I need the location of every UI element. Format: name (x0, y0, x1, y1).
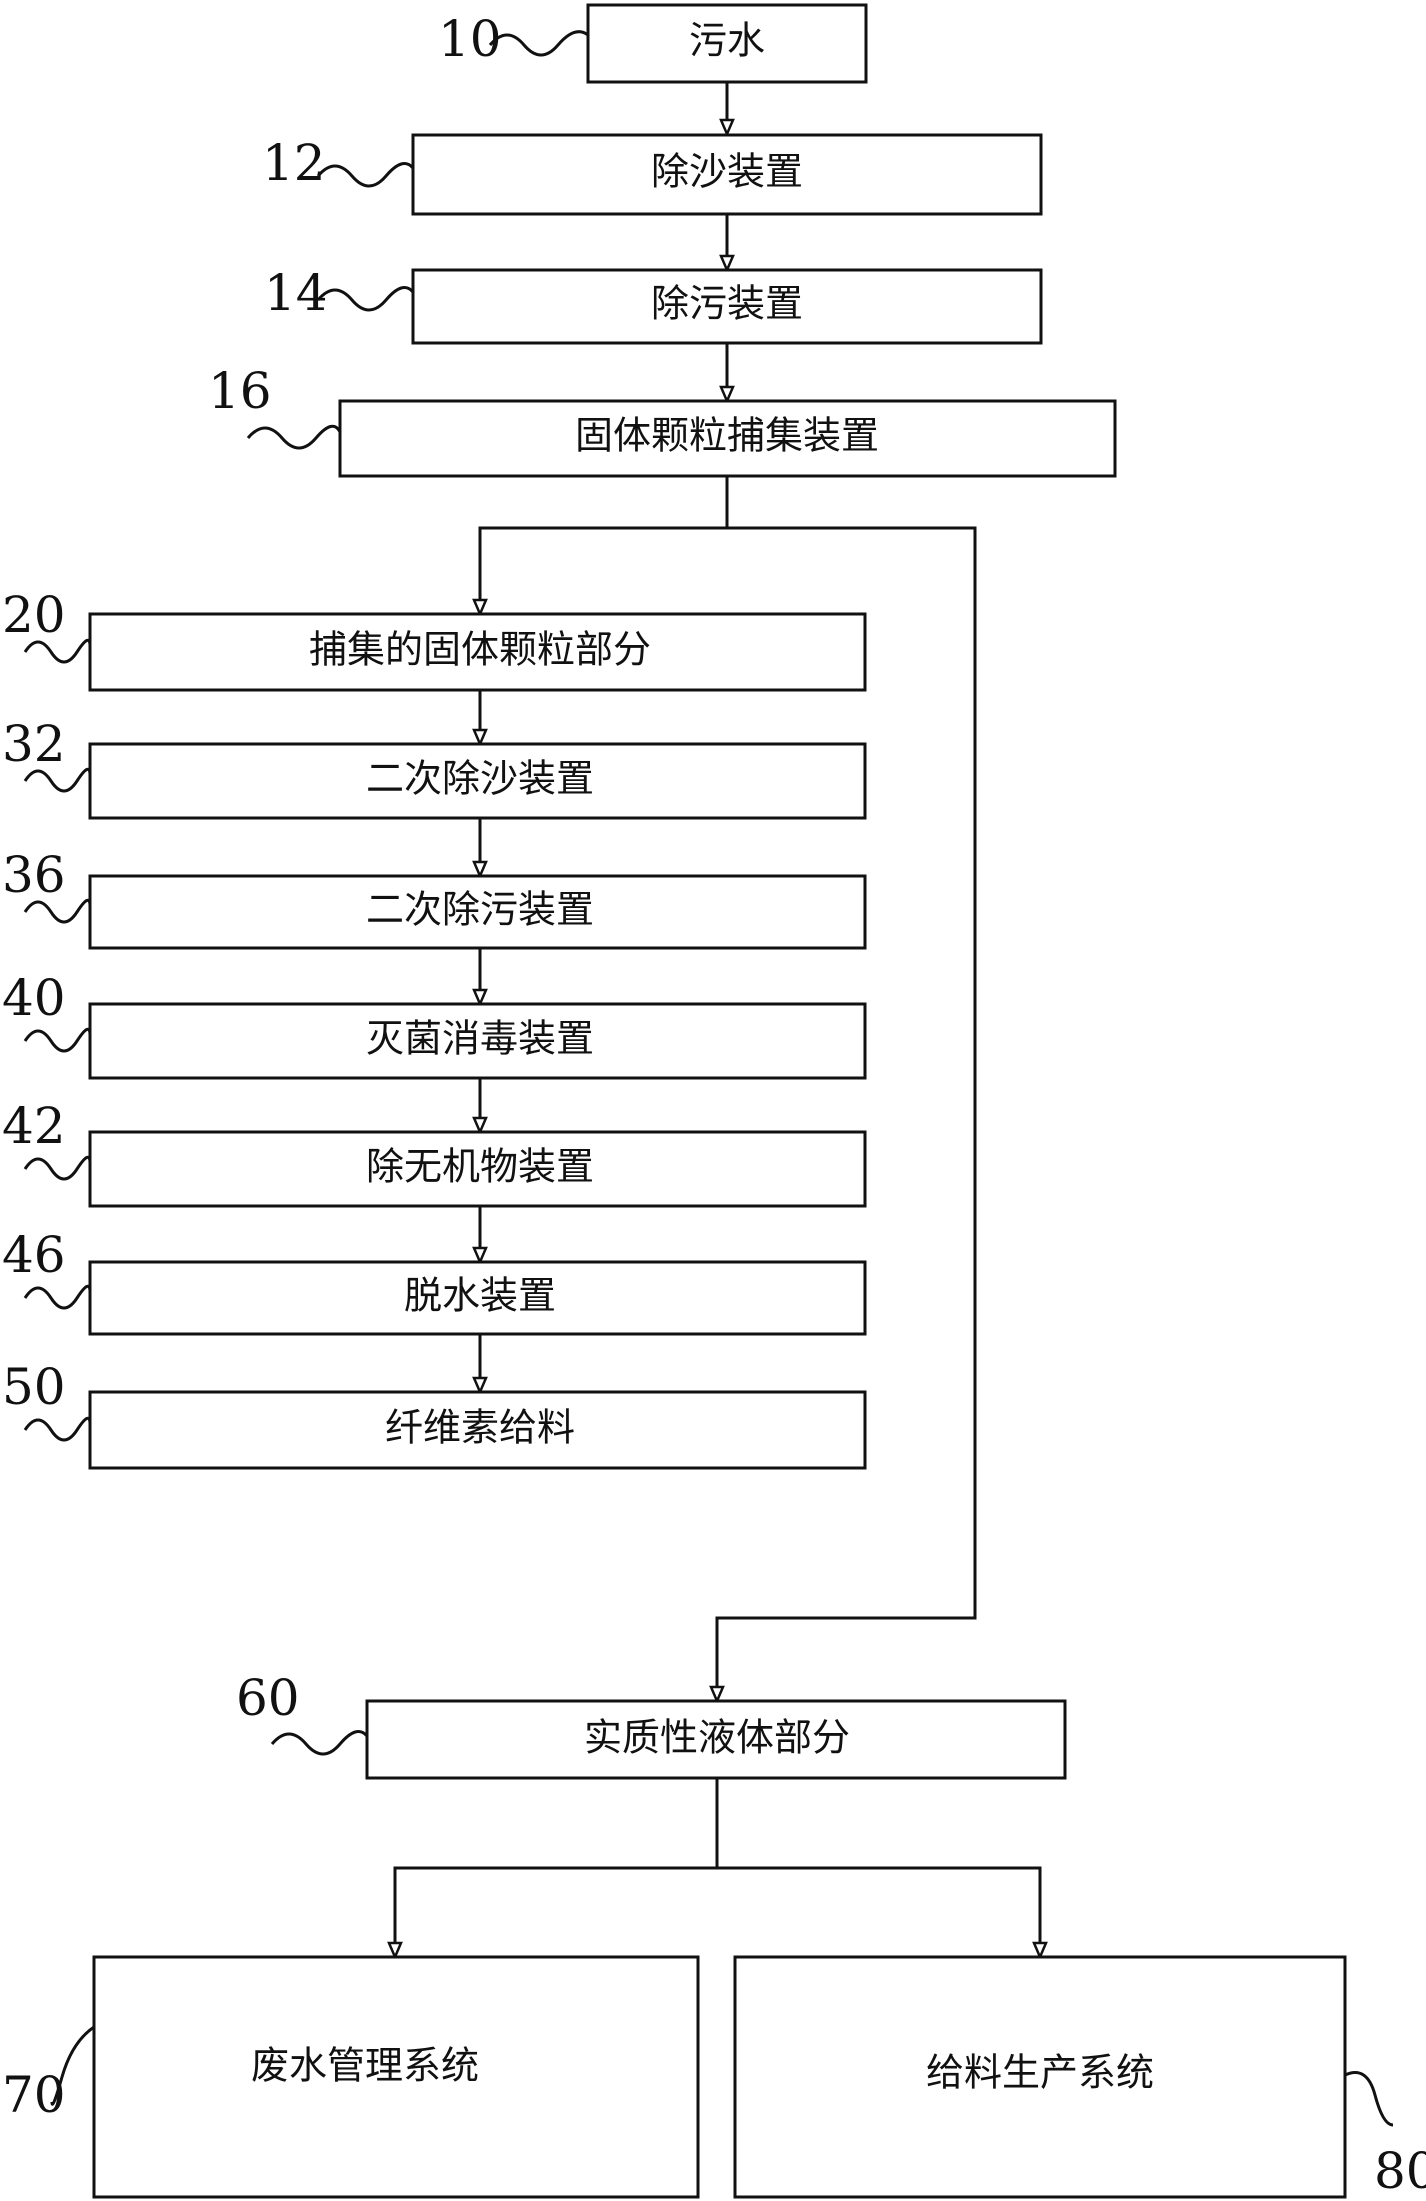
arrowhead-20 (472, 598, 488, 618)
node-80: 给料生产系统 80 (733, 1955, 1426, 2200)
arrowhead-14 (719, 254, 735, 274)
node-70: 废水管理系统 70 (2, 1955, 700, 2199)
arrowhead-46 (472, 1246, 488, 1266)
node-label: 固体颗粒捕集装置 (575, 414, 879, 458)
leader-line (23, 1027, 92, 1053)
reference-number: 70 (2, 2066, 66, 2124)
leader-line (50, 2025, 95, 2106)
leader-line (23, 767, 92, 793)
node-label: 污水 (689, 19, 765, 63)
leader-line (23, 1416, 92, 1442)
leader-line (270, 1730, 369, 1756)
node-label: 脱水装置 (404, 1274, 556, 1318)
reference-number: 10 (438, 10, 502, 68)
leader-line (316, 286, 415, 312)
node-label: 二次除沙装置 (366, 757, 594, 801)
node-label: 捕集的固体颗粒部分 (309, 628, 651, 672)
leader-line (23, 1284, 92, 1310)
connectors (393, 82, 1042, 1943)
node-50: 纤维素给料 50 (2, 1358, 867, 1470)
arrowhead-50 (472, 1376, 488, 1396)
leader-line (23, 638, 92, 664)
arrowhead-12 (719, 118, 735, 138)
node-label: 除沙装置 (651, 150, 803, 194)
node-14: 除污装置 14 (264, 264, 1043, 345)
leader-line (1344, 2071, 1394, 2127)
node-box (365, 1699, 1067, 1780)
reference-number: 14 (264, 264, 328, 322)
node-label: 实质性液体部分 (584, 1716, 850, 1760)
leader-line (488, 30, 589, 57)
node-10: 污水 10 (438, 3, 868, 84)
arrowhead-80 (1032, 1941, 1048, 1961)
node-box (338, 399, 1117, 478)
node-label: 除无机物装置 (366, 1145, 594, 1189)
connector-16-20 (478, 476, 729, 600)
reference-number: 40 (2, 969, 66, 1027)
node-box (88, 874, 867, 950)
node-20: 捕集的固体颗粒部分 20 (2, 586, 867, 692)
reference-number: 80 (1374, 2142, 1426, 2200)
reference-number: 42 (2, 1097, 66, 1155)
reference-number: 12 (262, 134, 326, 192)
reference-number: 50 (2, 1358, 66, 1416)
node-label: 废水管理系统 (251, 2044, 479, 2088)
arrowhead-70 (387, 1941, 403, 1961)
node-label: 纤维素给料 (385, 1406, 575, 1450)
node-box (586, 3, 868, 84)
node-box (88, 1130, 867, 1208)
node-box (88, 1390, 867, 1470)
reference-number: 32 (2, 715, 66, 773)
connector-16-60 (715, 526, 977, 1687)
node-label: 给料生产系统 (926, 2051, 1154, 2095)
node-36: 二次除污装置 36 (2, 846, 867, 950)
arrowheads (387, 118, 1048, 1961)
node-60: 实质性液体部分 60 (236, 1669, 1067, 1780)
node-46: 脱水装置 46 (2, 1226, 867, 1336)
reference-number: 36 (2, 846, 66, 904)
node-label: 灭菌消毒装置 (366, 1017, 594, 1061)
leader-line (23, 1155, 92, 1181)
node-32: 二次除沙装置 32 (2, 715, 867, 820)
node-box (411, 268, 1043, 345)
node-box (411, 133, 1043, 216)
node-box (733, 1955, 1347, 2199)
node-12: 除沙装置 12 (262, 133, 1043, 216)
arrowhead-40 (472, 988, 488, 1008)
node-label: 二次除污装置 (366, 888, 594, 932)
node-box (88, 1002, 867, 1080)
node-box (92, 1955, 700, 2199)
node-42: 除无机物装置 42 (2, 1097, 867, 1208)
connector-60-80 (717, 1866, 1042, 1943)
arrowhead-60 (709, 1685, 725, 1705)
leader-line (246, 424, 342, 450)
connector-60-70 (393, 1778, 719, 1943)
node-16: 固体颗粒捕集装置 16 (208, 362, 1117, 478)
reference-number: 46 (2, 1226, 66, 1284)
arrowhead-16 (719, 385, 735, 405)
node-box (88, 612, 867, 692)
reference-number: 60 (236, 1669, 300, 1727)
arrowhead-42 (472, 1116, 488, 1136)
node-box (88, 742, 867, 820)
leader-line (23, 898, 92, 924)
leader-line (316, 162, 415, 188)
arrowhead-36 (472, 860, 488, 880)
reference-number: 16 (208, 362, 272, 420)
reference-number: 20 (2, 586, 66, 644)
arrowhead-32 (472, 728, 488, 748)
node-40: 灭菌消毒装置 40 (2, 969, 867, 1080)
node-box (88, 1260, 867, 1336)
node-label: 除污装置 (651, 282, 803, 326)
